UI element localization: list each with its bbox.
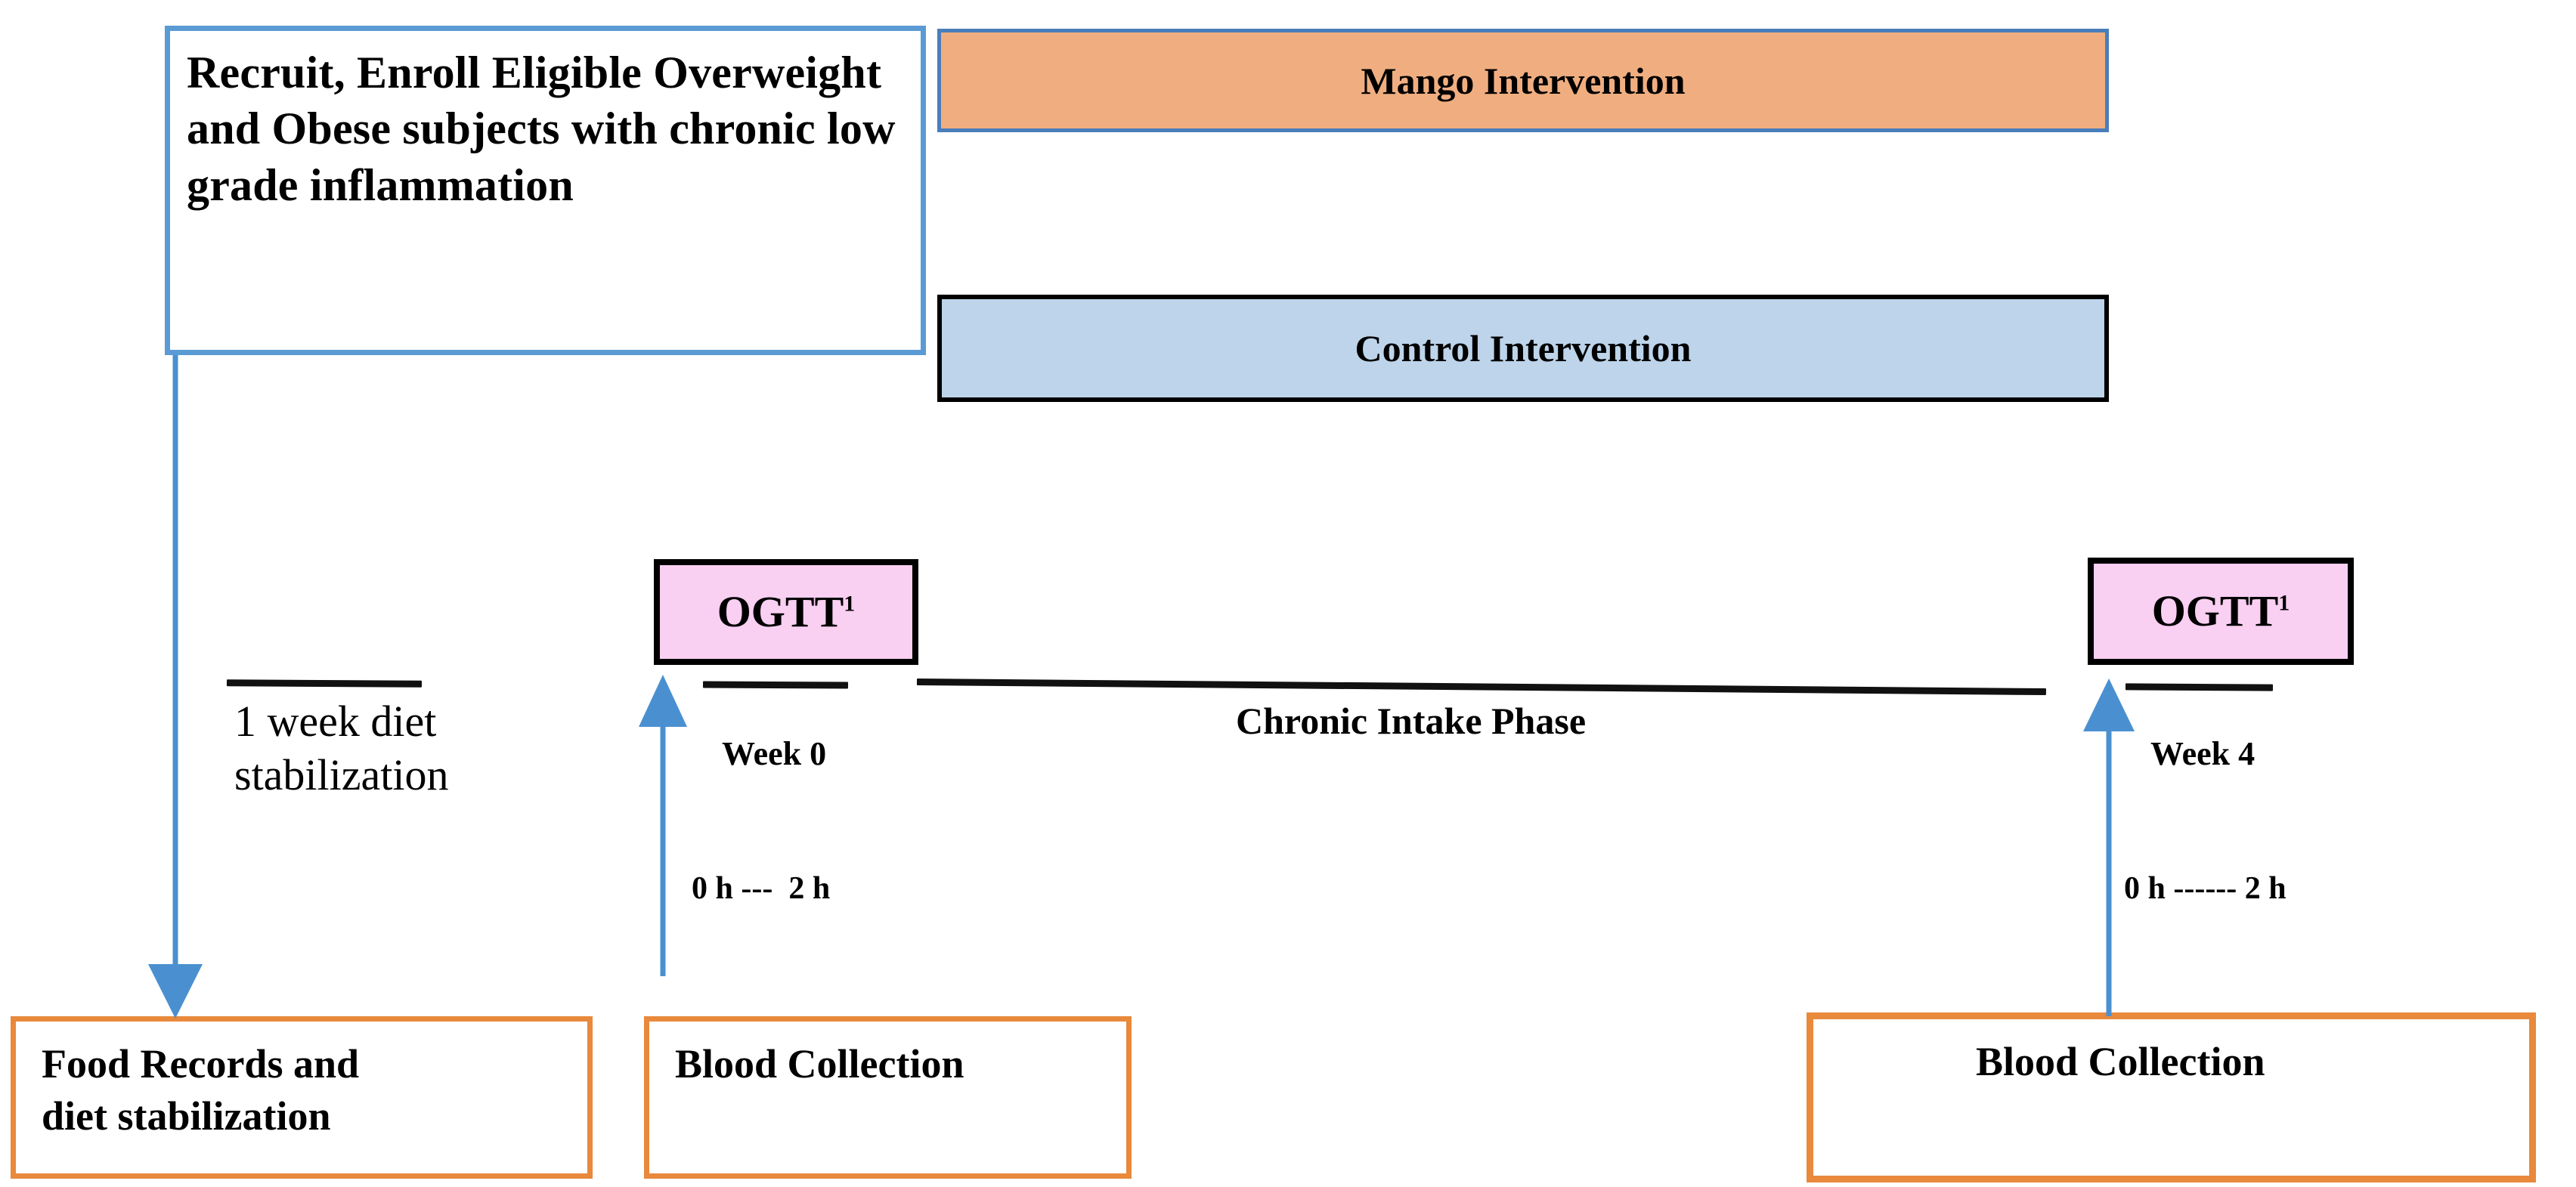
week4-label: Week 4	[2150, 735, 2256, 772]
week0-label: Week 0	[722, 735, 827, 772]
diet-stabilization-label: 1 week diet stabilization	[234, 697, 449, 799]
ogtt-left-superscript: 1	[844, 591, 856, 617]
arrow-recruit-to-food-records	[148, 355, 203, 1019]
ogtt-left-label: OGTT1	[717, 590, 856, 634]
control-intervention-label: Control Intervention	[1355, 327, 1692, 369]
mango-intervention-label: Mango Intervention	[1361, 59, 1686, 102]
mango-intervention-bar: Mango Intervention	[937, 29, 2109, 132]
ogtt-right-text: OGTT	[2151, 586, 2279, 635]
control-intervention-bar: Control Intervention	[937, 295, 2109, 402]
recruitment-text: Recruit, Enroll Eligible Overweight and …	[187, 48, 896, 210]
food-records-label: Food Records and diet stabilization	[42, 1041, 360, 1139]
chronic-intake-phase-label: Chronic Intake Phase	[1236, 700, 1587, 742]
timeline-segment-chronic	[916, 679, 2046, 696]
arrow-blood-week0-to-timeline	[639, 675, 687, 976]
timeline-segment-week4	[2125, 683, 2274, 691]
ogtt-box-week4: OGTT1	[2088, 558, 2354, 665]
blood-collection-box-week4: Blood Collection	[1807, 1012, 2536, 1182]
arrow-blood-week4-to-timeline	[2083, 679, 2135, 1016]
timeline-segment-diet	[226, 679, 423, 688]
ogtt-right-superscript: 1	[2278, 590, 2290, 616]
blood-collection-right-label: Blood Collection	[1976, 1039, 2265, 1084]
recruitment-box: Recruit, Enroll Eligible Overweight and …	[165, 26, 926, 355]
blood-collection-left-label: Blood Collection	[675, 1041, 964, 1087]
week0-hours-label: 0 h --- 2 h	[692, 871, 831, 906]
ogtt-left-text: OGTT	[717, 587, 844, 636]
blood-collection-box-week0: Blood Collection	[644, 1016, 1132, 1179]
ogtt-box-week0: OGTT1	[654, 559, 918, 665]
food-records-box: Food Records and diet stabilization	[11, 1016, 593, 1179]
ogtt-right-label: OGTT1	[2152, 589, 2290, 633]
week4-hours-label: 0 h ------ 2 h	[2124, 871, 2287, 906]
timeline-segment-week0	[702, 681, 849, 689]
